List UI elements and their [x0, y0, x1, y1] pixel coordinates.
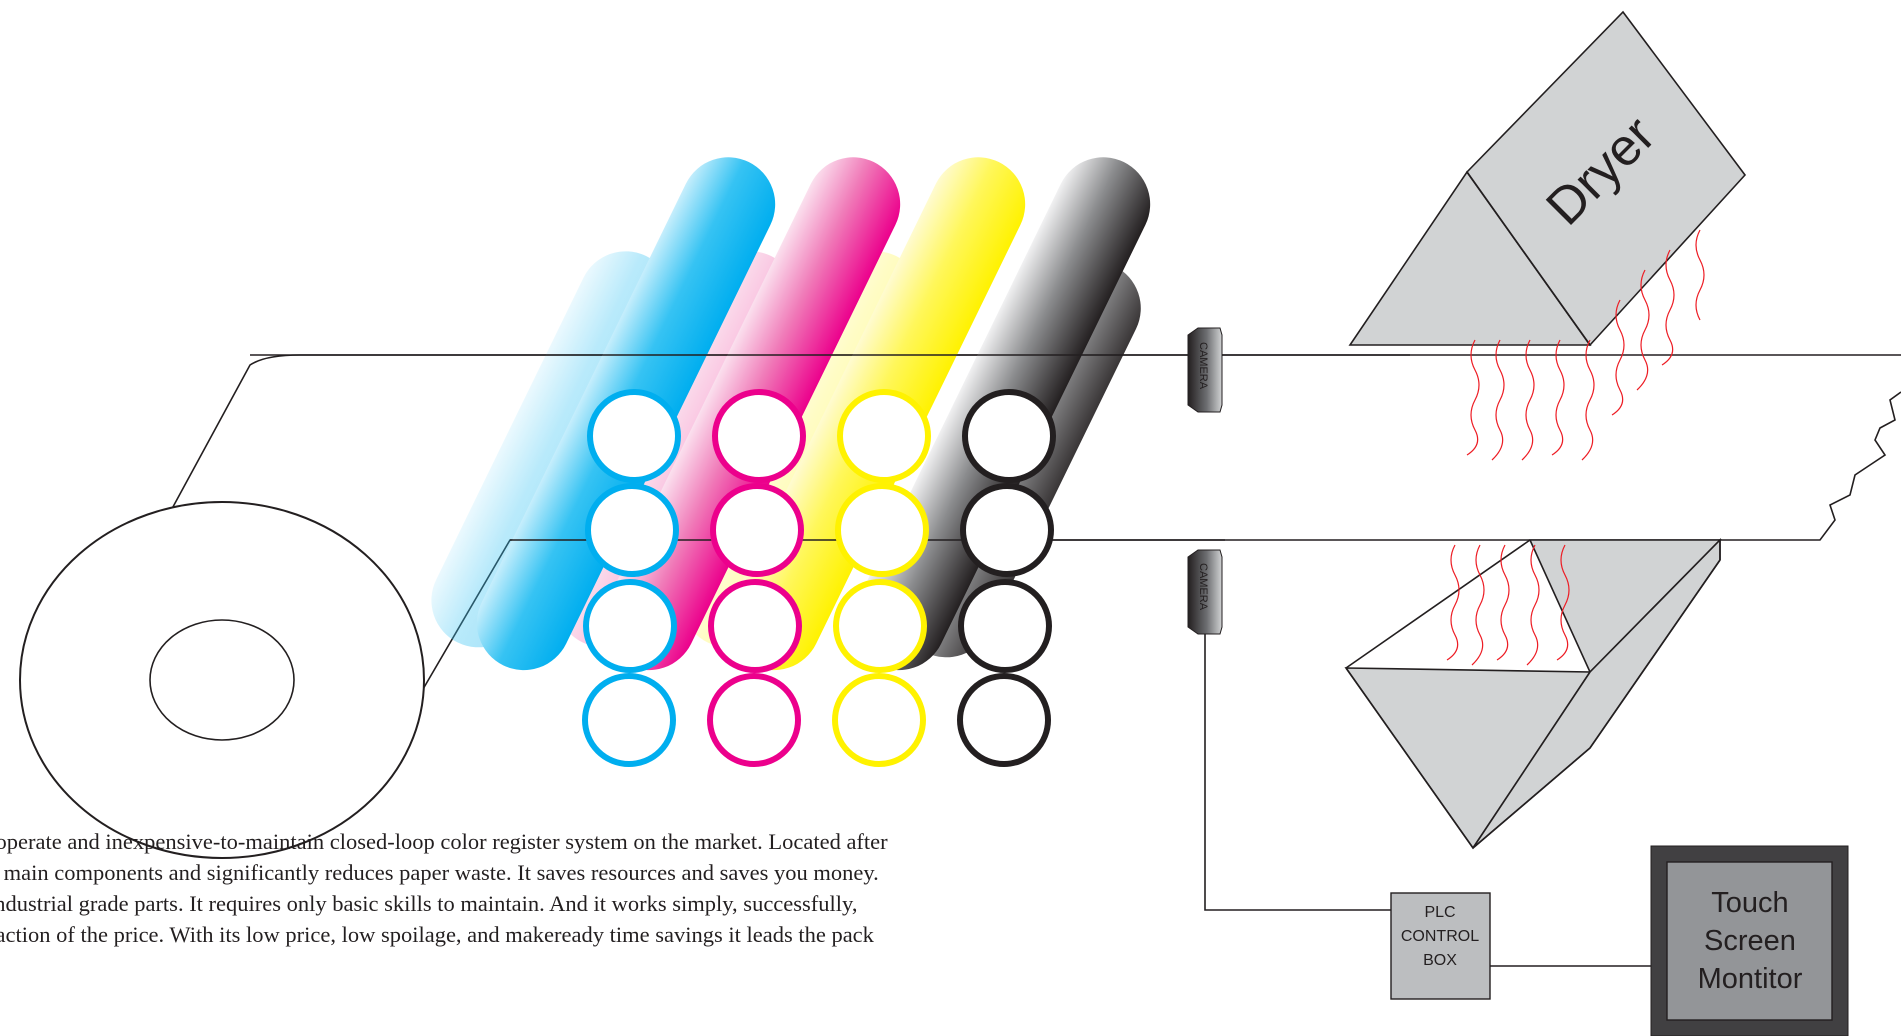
plc-label-line1: PLC: [1424, 904, 1455, 921]
roller-end: [587, 389, 681, 483]
ink-cylinders: [250, 157, 1225, 767]
plc-label-line3: BOX: [1423, 952, 1457, 969]
roller-end: [833, 579, 927, 673]
roller-end: [835, 483, 929, 577]
roller-end: [957, 673, 1051, 767]
roller-end: [837, 389, 931, 483]
roller-end: [832, 673, 926, 767]
description-line: e main components and significantly redu…: [0, 860, 879, 885]
monitor-label-line3: Montitor: [1698, 963, 1803, 995]
roller-end: [582, 673, 676, 767]
description-line: -operate and inexpensive-to-maintain clo…: [0, 829, 888, 854]
control-wiring: [1204, 634, 1651, 967]
roller-end: [960, 483, 1054, 577]
camera-bottom-label: CAMERA: [1197, 563, 1209, 611]
plc-control-box: PLC CONTROL BOX: [1390, 892, 1491, 1000]
roller-end: [585, 483, 679, 577]
paper-roll: [19, 354, 1410, 859]
roller-end: [708, 579, 802, 673]
monitor-label-line1: Touch: [1711, 887, 1788, 919]
paper-web: [1180, 354, 1901, 541]
dryer-bottom: [1344, 538, 1722, 850]
roller-end: [583, 579, 677, 673]
roller-ends-black: [957, 389, 1056, 767]
roller-end: [958, 579, 1052, 673]
description-paragraph: -operate and inexpensive-to-maintain clo…: [0, 826, 1168, 950]
touch-screen-monitor: Touch Screen Montitor: [1650, 845, 1849, 1036]
roller-ends-cyan: [582, 389, 681, 767]
description-line: industrial grade parts. It requires only…: [0, 891, 858, 916]
heat-waves: [1446, 229, 1705, 666]
description-line: raction of the price. With its low price…: [0, 922, 874, 947]
camera-top: CAMERA: [1187, 327, 1223, 413]
plc-label-line2: CONTROL: [1401, 928, 1479, 945]
camera-top-label: CAMERA: [1197, 342, 1209, 390]
roller-end: [962, 389, 1056, 483]
paper-roll-core: [149, 619, 295, 741]
camera-bottom: CAMERA: [1187, 549, 1223, 635]
roller-end: [712, 389, 806, 483]
dryer-top: Dryer: [1348, 10, 1747, 347]
monitor-label-line2: Screen: [1704, 925, 1796, 957]
roller-ends-yellow: [832, 389, 931, 767]
roller-end: [710, 483, 804, 577]
roller-ends-magenta: [707, 389, 806, 767]
roller-end: [707, 673, 801, 767]
